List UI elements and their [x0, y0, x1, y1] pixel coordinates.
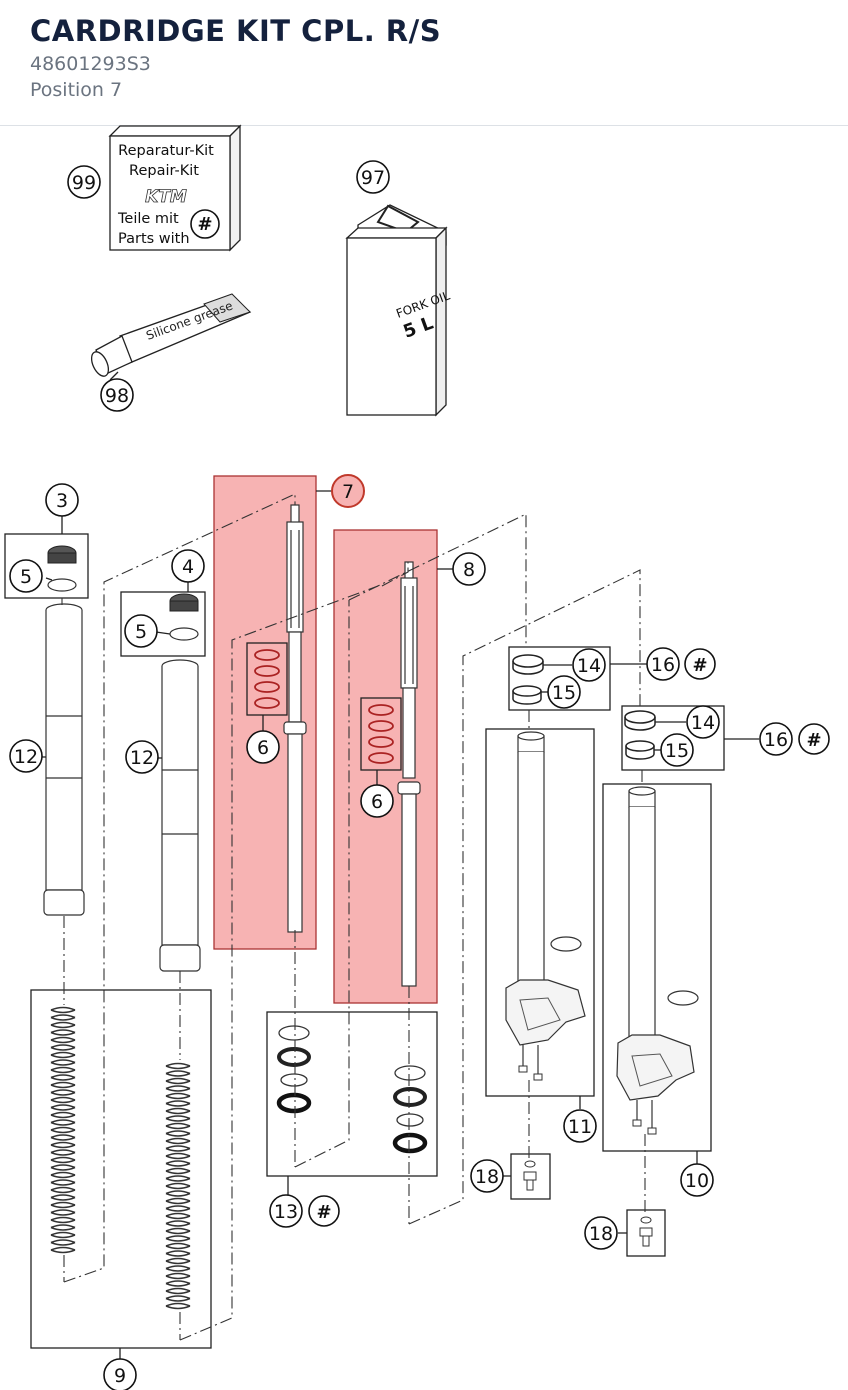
callout-h13[interactable]: #: [308, 1195, 340, 1227]
outer-tube-12-right[interactable]: [159, 659, 201, 972]
seal-kit-box-13[interactable]: [266, 1011, 438, 1177]
callout-c9[interactable]: 9: [103, 1358, 137, 1390]
part-number: 48601293S3: [30, 53, 151, 75]
callout-c97[interactable]: 97: [356, 160, 390, 194]
callout-c4[interactable]: 4: [171, 549, 205, 583]
callout-text-c11: 11: [568, 1116, 592, 1138]
repair-kit-line4: Parts with: [118, 231, 190, 247]
callout-text-c5a: 5: [20, 566, 32, 588]
callout-text-h16b: #: [806, 730, 821, 751]
callout-text-c3: 3: [56, 490, 68, 512]
spring-left: [50, 1006, 76, 1254]
callout-c11[interactable]: 11: [563, 1109, 597, 1143]
callout-c10[interactable]: 10: [680, 1163, 714, 1197]
callout-h16b[interactable]: #: [798, 723, 830, 755]
callout-text-c6b: 6: [371, 791, 383, 813]
callout-text-h16a: #: [692, 655, 707, 676]
callout-c3[interactable]: 3: [45, 483, 79, 517]
repair-kit-hash: #: [197, 214, 212, 235]
ktm-logo: KTM: [145, 187, 187, 207]
callout-c5b[interactable]: 5: [124, 614, 158, 648]
callout-c99[interactable]: 99: [67, 165, 101, 199]
callout-text-c15a: 15: [552, 682, 576, 704]
callout-text-h13: #: [316, 1202, 331, 1223]
callout-text-c98: 98: [105, 385, 129, 407]
callout-c12b[interactable]: 12: [125, 740, 159, 774]
repair-kit-box[interactable]: Reparatur-Kit Repair-Kit KTM Teile mit P…: [108, 124, 242, 252]
inner-tube-10[interactable]: [602, 783, 712, 1152]
callout-c15a[interactable]: 15: [547, 675, 581, 709]
callout-text-c10: 10: [685, 1170, 709, 1192]
assembly-lines: [61, 493, 646, 1341]
cartridge-8-rod: [397, 561, 421, 987]
page-header: CARDRIDGE KIT CPL. R/S 48601293S3 Positi…: [0, 0, 848, 126]
callout-text-c97: 97: [361, 167, 385, 189]
callout-text-c8: 8: [463, 559, 475, 581]
callout-text-c14a: 14: [577, 655, 601, 677]
screw-box-18-lower[interactable]: [626, 1209, 666, 1257]
callout-c15b[interactable]: 15: [660, 733, 694, 767]
callout-c16b[interactable]: 16: [759, 722, 793, 756]
cartridge-7-rod: [283, 504, 307, 933]
callout-text-c7: 7: [342, 481, 354, 503]
callout-c7[interactable]: 7: [331, 474, 365, 508]
callout-text-c18a: 18: [475, 1166, 499, 1188]
callout-c18a[interactable]: 18: [470, 1159, 504, 1193]
page-title: CARDRIDGE KIT CPL. R/S: [30, 14, 442, 48]
outer-tube-12-left[interactable]: [43, 603, 85, 916]
position-label: Position 7: [30, 79, 123, 101]
o-rings-6-right[interactable]: [360, 697, 402, 771]
callout-text-c99: 99: [72, 172, 96, 194]
callout-text-c12b: 12: [130, 747, 154, 769]
callout-c16a[interactable]: 16: [646, 647, 680, 681]
callout-c5a[interactable]: 5: [9, 559, 43, 593]
o-rings-6-left[interactable]: [246, 642, 288, 716]
callout-c13[interactable]: 13: [269, 1194, 303, 1228]
callout-text-c18b: 18: [589, 1223, 613, 1245]
repair-kit-line1: Reparatur-Kit: [118, 143, 214, 159]
callout-c14a[interactable]: 14: [572, 648, 606, 682]
callout-text-c15b: 15: [665, 740, 689, 762]
springs-box-9[interactable]: [30, 989, 212, 1349]
spring-right: [165, 1062, 191, 1310]
callout-text-c6a: 6: [257, 737, 269, 759]
callout-h16a[interactable]: #: [684, 648, 716, 680]
callout-text-c5b: 5: [135, 621, 147, 643]
callout-c98[interactable]: 98: [100, 378, 134, 412]
callout-c14b[interactable]: 14: [686, 705, 720, 739]
callout-text-c13: 13: [274, 1201, 298, 1223]
cartridge-8-highlight[interactable]: [333, 529, 438, 1004]
repair-kit-line2: Repair-Kit: [129, 163, 199, 179]
callout-text-c12a: 12: [14, 746, 38, 768]
repair-kit-line3: Teile mit: [117, 211, 179, 227]
silicone-grease-tube[interactable]: Silicone grease: [88, 293, 252, 379]
callout-text-c4: 4: [182, 556, 194, 578]
callout-c6b[interactable]: 6: [360, 784, 394, 818]
callout-c6a[interactable]: 6: [246, 730, 280, 764]
callout-c18b[interactable]: 18: [584, 1216, 618, 1250]
fork-oil-can[interactable]: FORK OIL 5 L: [345, 204, 452, 417]
callout-text-c9: 9: [114, 1365, 126, 1387]
callout-c8[interactable]: 8: [452, 552, 486, 586]
callout-text-c16b: 16: [764, 729, 788, 751]
screw-box-18-upper[interactable]: [510, 1153, 551, 1200]
callout-text-c14b: 14: [691, 712, 715, 734]
callout-c12a[interactable]: 12: [9, 739, 43, 773]
callout-text-c16a: 16: [651, 654, 675, 676]
inner-tube-11[interactable]: [485, 728, 595, 1097]
